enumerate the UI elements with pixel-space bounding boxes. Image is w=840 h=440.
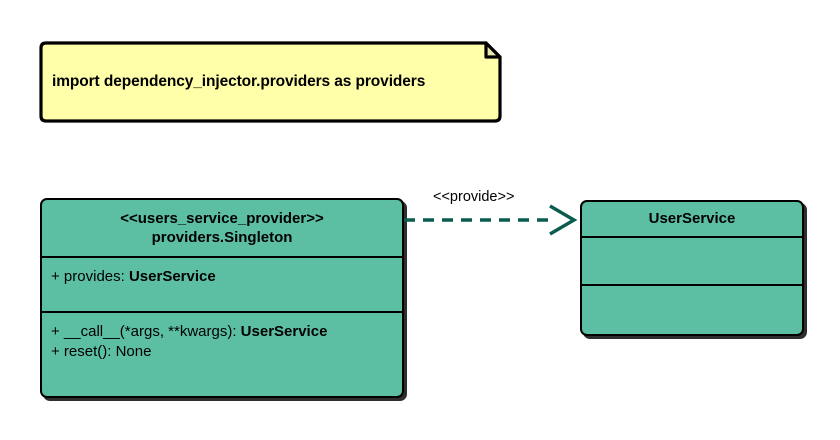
class-box-user-service[interactable]: UserService [580, 200, 804, 336]
class-name: providers.Singleton [151, 229, 293, 246]
class-operation-row: + __call__(*args, **kwargs): UserService [51, 322, 394, 342]
class-operation-text: + reset(): None [51, 343, 152, 361]
import-note-text: import dependency_injector.providers as … [52, 73, 426, 90]
class-attribute-text: + provides: [51, 268, 129, 285]
class-operation-row: + reset(): None [51, 342, 394, 362]
class-operation-type: UserService [240, 323, 328, 340]
note-shape-icon [39, 41, 502, 123]
class-attributes-compartment [582, 236, 802, 284]
class-operation-text: + __call__(*args, **kwargs): [51, 323, 241, 340]
provide-edge-label: <<provide>> [433, 189, 515, 205]
class-operations-compartment: + __call__(*args, **kwargs): UserService… [42, 311, 402, 396]
class-title-compartment: UserService [582, 202, 802, 236]
class-attribute-type: UserService [128, 268, 216, 285]
class-name: UserService [648, 210, 736, 228]
class-operations-compartment [582, 284, 802, 334]
class-box-users-service-provider[interactable]: <<users_service_provider>> providers.Sin… [40, 198, 404, 398]
provide-edge-arrowhead-icon [549, 204, 578, 236]
class-title-compartment: <<users_service_provider>> providers.Sin… [42, 200, 402, 256]
class-stereotype: <<users_service_provider>> [120, 209, 324, 227]
class-attribute-row: + provides: UserService [51, 267, 394, 287]
import-note[interactable]: import dependency_injector.providers as … [38, 40, 503, 124]
class-attributes-compartment: + provides: UserService [42, 256, 402, 311]
